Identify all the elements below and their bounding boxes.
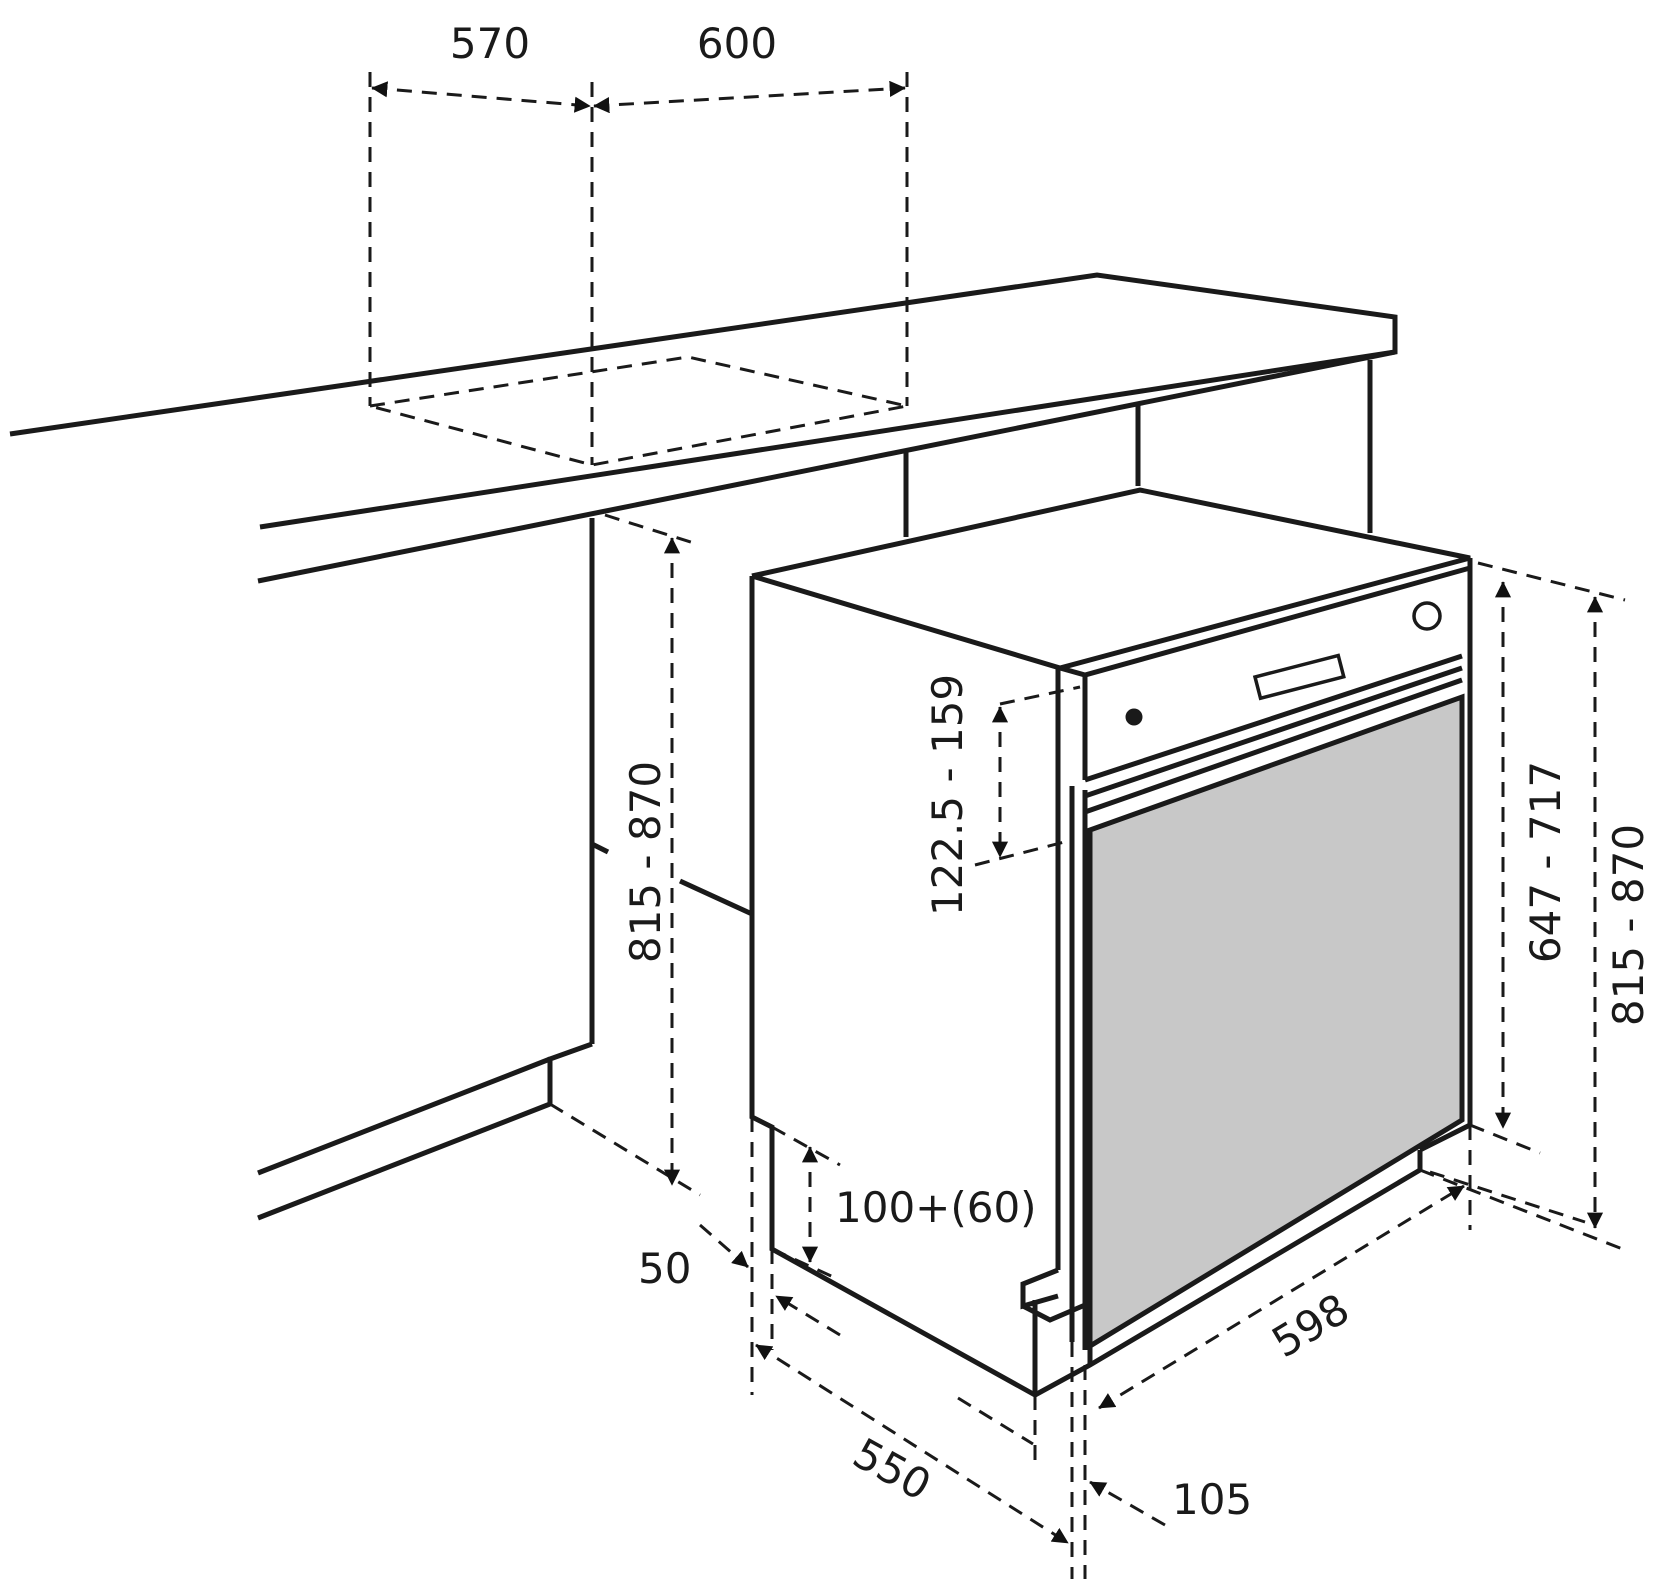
label-niche-height: 815 - 870: [621, 761, 670, 963]
display-window-icon: [1252, 653, 1346, 701]
rear-cabinet: [903, 360, 1373, 537]
dishwasher: [749, 487, 1473, 1398]
label-plinth-height: 100+(60): [835, 1183, 1037, 1232]
countertop: [9, 272, 1398, 584]
control-knob-icon: [1412, 601, 1442, 631]
dimension-lines: [368, 72, 1626, 1579]
label-panel-height-range: 647 - 717: [1521, 761, 1570, 963]
dishwasher-door-panel: [1087, 693, 1465, 1351]
label-door-offset: 105: [1172, 1475, 1252, 1524]
label-appliance-depth: 550: [845, 1428, 939, 1510]
left-cabinet: [257, 518, 754, 1221]
control-panel: [1125, 601, 1442, 726]
label-control-panel-height: 122.5 - 159: [923, 674, 972, 916]
label-appliance-height: 815 - 870: [1604, 824, 1653, 1026]
label-plinth-setback: 50: [638, 1244, 691, 1293]
label-niche-depth: 570: [450, 19, 530, 68]
label-niche-width: 600: [697, 19, 777, 68]
dimension-labels: 570 600 815 - 870 815 - 870 647 - 717 12…: [450, 19, 1653, 1524]
indicator-light-icon: [1125, 708, 1143, 726]
label-appliance-width: 598: [1264, 1284, 1358, 1367]
